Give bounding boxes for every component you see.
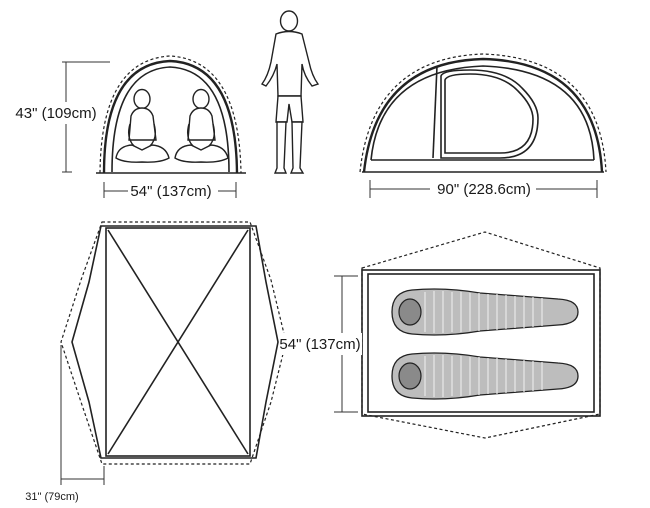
side-view: 90" (228.6cm) <box>359 53 607 199</box>
sleeping-bag-top-icon <box>391 288 579 336</box>
floor-width-label: 54" (137cm) <box>279 336 360 353</box>
sleeping-bag-bottom-icon <box>391 352 579 400</box>
vestibule-depth-label: 31" (79cm) <box>25 491 78 503</box>
side-length-label: 90" (228.6cm) <box>437 181 531 198</box>
front-view: 43" (109cm) 54" (137cm) <box>10 55 246 201</box>
top-view: 31" (79cm) <box>25 221 287 503</box>
front-width-label: 54" (137cm) <box>130 183 211 200</box>
seated-person-left-icon <box>115 88 170 163</box>
standing-person-icon <box>260 10 320 174</box>
floor-plan-view: 54" (137cm) <box>279 231 601 439</box>
seated-person-right-icon <box>174 88 229 163</box>
front-height-label: 43" (109cm) <box>15 105 96 122</box>
